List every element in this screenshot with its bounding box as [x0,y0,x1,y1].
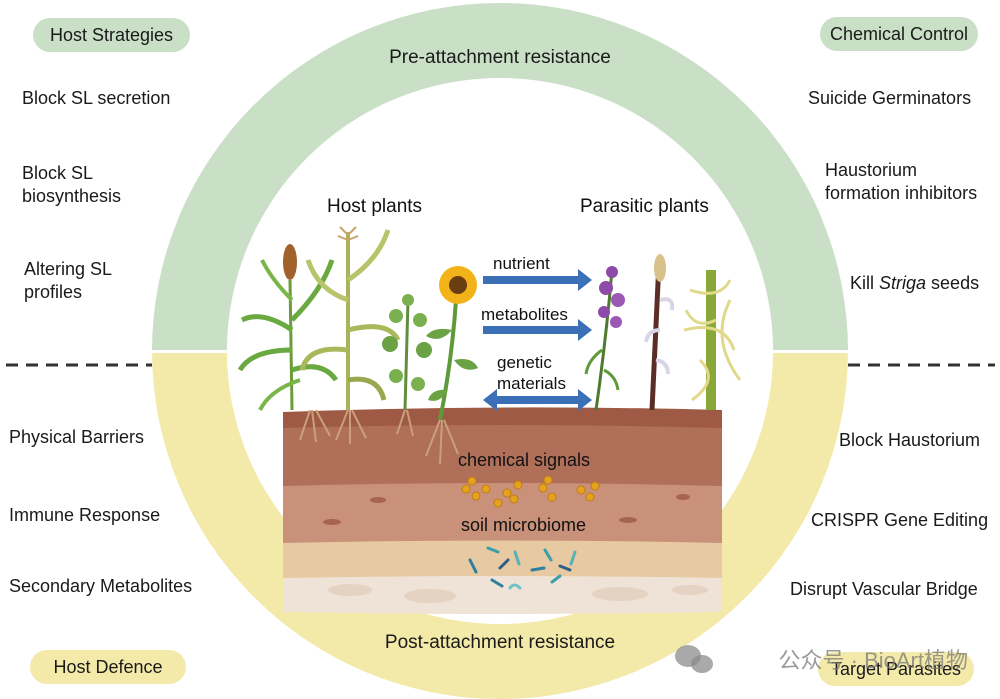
watermark: 公众号 · BioArt植物 [779,643,968,675]
flow-arrows [483,269,592,411]
parasitic-plants-title: Parasitic plants [580,196,709,217]
physical-barriers-label: Physical Barriers [9,427,145,447]
suicide-germinators-label: Suicide Germinators [808,88,972,108]
disrupt-vascular-bridge-label: Disrupt Vascular Bridge [790,579,978,599]
host-strategies-label: Host Strategies [49,24,174,45]
block-sl-secretion-label: Block SL secretion [22,88,171,108]
haustorium-inhibitors-label: Haustorium formation inhibitors [825,160,978,203]
immune-response-label: Immune Response [9,505,161,525]
chemical-control-label: Chemical Control [829,23,969,44]
chemical-signal-dots [461,475,600,508]
block-haustorium-label: Block Haustorium [839,430,981,450]
chemical-control-pill: Chemical Control [820,17,978,51]
wechat-logo-icon [675,645,713,673]
kill-suffix: seeds [926,273,980,293]
host-strategies-pill: Host Strategies [33,18,190,52]
chemical-signals-label: chemical signals [458,450,591,470]
crispr-gene-editing-label: CRISPR Gene Editing [811,510,989,530]
block-sl-biosynthesis-label: Block SL biosynthesis [22,163,122,206]
genetic-materials-label: genetic materials [497,353,566,393]
pre-attachment-ring [152,3,848,351]
soil-microbiome-icons [468,546,577,590]
target-parasites-pill: Target Parasites [818,652,974,686]
kill-striga-seeds-label: Kill Striga seeds [850,272,979,295]
host-plants-title: Host plants [327,196,423,217]
host-defence-pill: Host Defence [30,650,186,684]
soil-microbiome-label: soil microbiome [461,515,587,535]
plant-roots [299,409,459,465]
post-attachment-title: Post-attachment resistance [384,632,616,653]
striga-italic: Striga [879,273,927,293]
nutrient-label: nutrient [493,254,550,273]
host-defence-label: Host Defence [53,656,163,677]
secondary-metabolites-label: Secondary Metabolites [9,576,193,596]
parasitic-plants-illustration [584,254,742,411]
soil-layers [283,407,722,614]
pre-attachment-title: Pre-attachment resistance [389,47,611,68]
target-parasites-label: Target Parasites [830,658,962,679]
kill-prefix: Kill [850,273,880,293]
watermark-text: 公众号 · BioArt植物 [778,648,968,673]
altering-sl-profiles-label: Altering SL profiles [24,259,113,302]
metabolites-label: metabolites [481,305,568,324]
host-plants-illustration [237,226,478,421]
